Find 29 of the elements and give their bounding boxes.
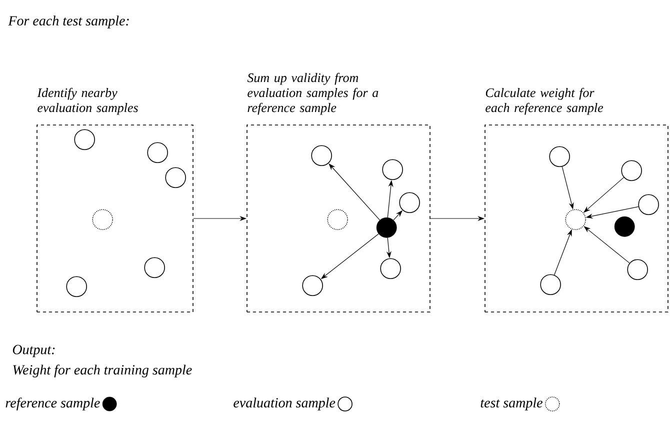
title: For each test sample: xyxy=(8,16,129,28)
evaluation-circle xyxy=(627,259,648,280)
legend-text: evaluation sample xyxy=(234,398,336,410)
output-text: Weight for each training sample xyxy=(13,364,192,378)
evaluation-circle xyxy=(311,145,332,166)
reference-dot xyxy=(614,216,635,237)
reference-dot xyxy=(376,217,397,238)
panel-heading: Sum up validity from evaluation samples for a reference sample xyxy=(247,72,378,115)
evaluation-circle xyxy=(621,160,642,181)
legend-text: reference sample xyxy=(6,398,100,410)
evaluation-circle xyxy=(66,276,87,297)
legend-text: test sample xyxy=(480,398,542,410)
evaluation-circle xyxy=(540,274,561,295)
panel-heading: Calculate weight for each reference sample xyxy=(486,88,604,115)
evaluation-circle xyxy=(380,258,401,279)
evaluation-circle xyxy=(144,257,166,278)
evaluation-circle xyxy=(549,146,570,167)
panel-heading: Identify nearby evaluation samples xyxy=(37,88,138,115)
output-text: Output: xyxy=(12,344,55,358)
evaluation-circle xyxy=(147,142,168,163)
evaluation-circle xyxy=(638,194,659,215)
test-circle xyxy=(92,209,113,230)
evaluation-circle xyxy=(74,129,95,150)
evaluation-circle xyxy=(165,167,186,188)
evaluation-circle xyxy=(399,192,420,213)
evaluation-circle xyxy=(302,275,323,296)
test-circle xyxy=(565,209,586,230)
evaluation-circle xyxy=(382,159,403,180)
test-circle xyxy=(327,209,348,230)
